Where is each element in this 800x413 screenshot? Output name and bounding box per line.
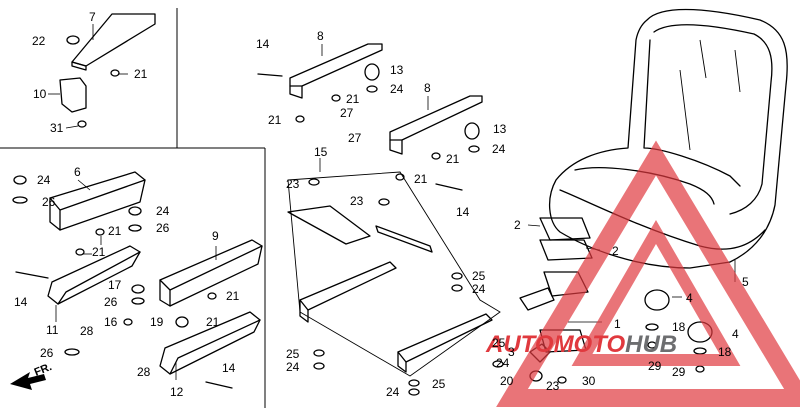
callout-24: 24 <box>472 282 486 296</box>
callout-2: 2 <box>612 244 619 258</box>
callout-24: 24 <box>156 204 170 218</box>
callout-21: 21 <box>446 152 460 166</box>
callout-21: 21 <box>268 113 282 127</box>
callout-17: 17 <box>108 278 122 292</box>
callout-24: 24 <box>390 82 404 96</box>
callout-14: 14 <box>456 205 470 219</box>
callout-labels: 7 22 21 10 31 14 8 13 24 21 21 27 8 13 2… <box>14 10 749 399</box>
callout-21: 21 <box>206 315 220 329</box>
callout-2: 2 <box>514 218 521 232</box>
callout-14: 14 <box>222 361 236 375</box>
callout-28: 28 <box>137 365 151 379</box>
front-direction-arrow <box>10 372 46 390</box>
callout-26: 26 <box>42 195 56 209</box>
callout-19: 19 <box>150 315 164 329</box>
callout-26: 26 <box>104 295 118 309</box>
callout-8: 8 <box>317 29 324 43</box>
callout-24: 24 <box>386 385 400 399</box>
callout-21: 21 <box>134 67 148 81</box>
callout-23: 23 <box>286 177 300 191</box>
callout-21: 21 <box>226 289 240 303</box>
callout-15: 15 <box>314 145 328 159</box>
callout-1: 1 <box>614 317 621 331</box>
callout-6: 6 <box>74 165 81 179</box>
callout-4: 4 <box>686 291 693 305</box>
watermark-text-auto: AUTO <box>485 331 554 358</box>
rail-parts-middle <box>287 43 501 377</box>
front-direction-label: FR. <box>33 361 54 379</box>
callout-29: 29 <box>648 359 662 373</box>
callout-5: 5 <box>742 275 749 289</box>
panel-frames <box>0 8 266 408</box>
callout-28: 28 <box>80 324 94 338</box>
callout-24: 24 <box>492 142 506 156</box>
callout-26: 26 <box>156 221 170 235</box>
callout-23: 23 <box>350 194 364 208</box>
callout-16: 16 <box>104 315 118 329</box>
callout-21: 21 <box>108 224 122 238</box>
callout-25: 25 <box>286 347 300 361</box>
callout-25: 25 <box>492 336 506 350</box>
callout-21: 21 <box>414 172 428 186</box>
rail-parts-left <box>15 13 463 389</box>
callout-22: 22 <box>32 34 46 48</box>
callout-9: 9 <box>212 229 219 243</box>
callout-24: 24 <box>286 360 300 374</box>
callout-26: 26 <box>40 346 54 360</box>
callout-18: 18 <box>718 345 732 359</box>
callout-7: 7 <box>89 10 96 24</box>
callout-14: 14 <box>256 37 270 51</box>
callout-13: 13 <box>493 122 507 136</box>
callout-11: 11 <box>46 323 59 337</box>
callout-31: 31 <box>50 121 64 135</box>
svg-text:AUTOMOTOHUB: AUTOMOTOHUB <box>485 331 677 358</box>
callout-14: 14 <box>14 295 28 309</box>
callout-18: 18 <box>672 320 686 334</box>
callout-27: 27 <box>340 106 354 120</box>
callout-25: 25 <box>432 377 446 391</box>
watermark-text-moto: MOTO <box>554 331 626 358</box>
callout-21: 21 <box>92 245 106 259</box>
callout-29: 29 <box>672 365 686 379</box>
callout-8: 8 <box>424 81 431 95</box>
seat-shell <box>549 8 788 269</box>
callout-13: 13 <box>390 63 404 77</box>
callout-30: 30 <box>582 374 596 388</box>
callout-20: 20 <box>500 374 514 388</box>
watermark-logo: AUTOMOTOHUB <box>485 140 800 407</box>
callout-23: 23 <box>546 379 560 393</box>
callout-25: 25 <box>472 269 486 283</box>
callout-10: 10 <box>33 87 47 101</box>
watermark-text-hub: HUB <box>625 331 677 358</box>
callout-12: 12 <box>170 385 184 399</box>
callout-21: 21 <box>346 92 360 106</box>
callout-24: 24 <box>37 173 51 187</box>
callout-24: 24 <box>496 356 510 370</box>
callout-27: 27 <box>348 131 362 145</box>
callout-3: 3 <box>508 345 515 359</box>
callout-4: 4 <box>732 327 739 341</box>
